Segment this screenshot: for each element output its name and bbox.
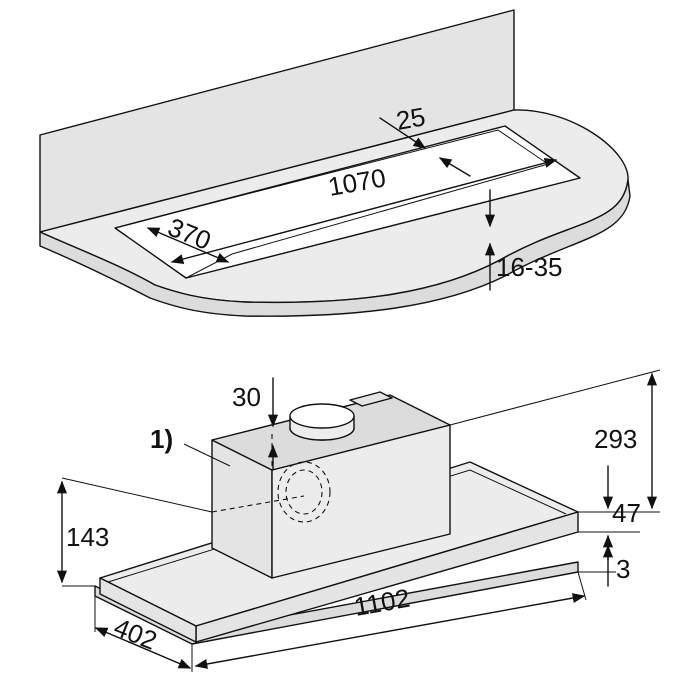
hood-illustration: 1) 30 293 47 3 143 1102 402: [56, 369, 661, 672]
dim-label-293: 293: [594, 424, 637, 454]
dim-label-47: 47: [612, 498, 641, 528]
worktop-front-edge: [39, 179, 631, 317]
dim-line-402: [94, 627, 192, 669]
dim-line-1102: [194, 593, 586, 669]
dim-label-30: 30: [232, 382, 261, 412]
dim-label-16-35: 16-35: [496, 252, 563, 282]
hood-bracket: [349, 391, 393, 407]
dim-line-25: [379, 117, 427, 149]
dim-line-1070: [170, 158, 558, 264]
hood-duct-opening: [289, 403, 355, 429]
callout-label: 1): [150, 424, 173, 454]
dim-line-370: [146, 227, 230, 263]
dim-label-3: 3: [616, 554, 630, 584]
worktop-illustration: 1070 370 25 16-35: [39, 9, 631, 317]
dim-label-143: 143: [66, 522, 109, 552]
hood-side-duct-outline: [277, 461, 331, 523]
callout-leader: [183, 443, 231, 467]
dim-line-25b: [438, 157, 471, 177]
dim-label-25: 25: [394, 101, 428, 136]
